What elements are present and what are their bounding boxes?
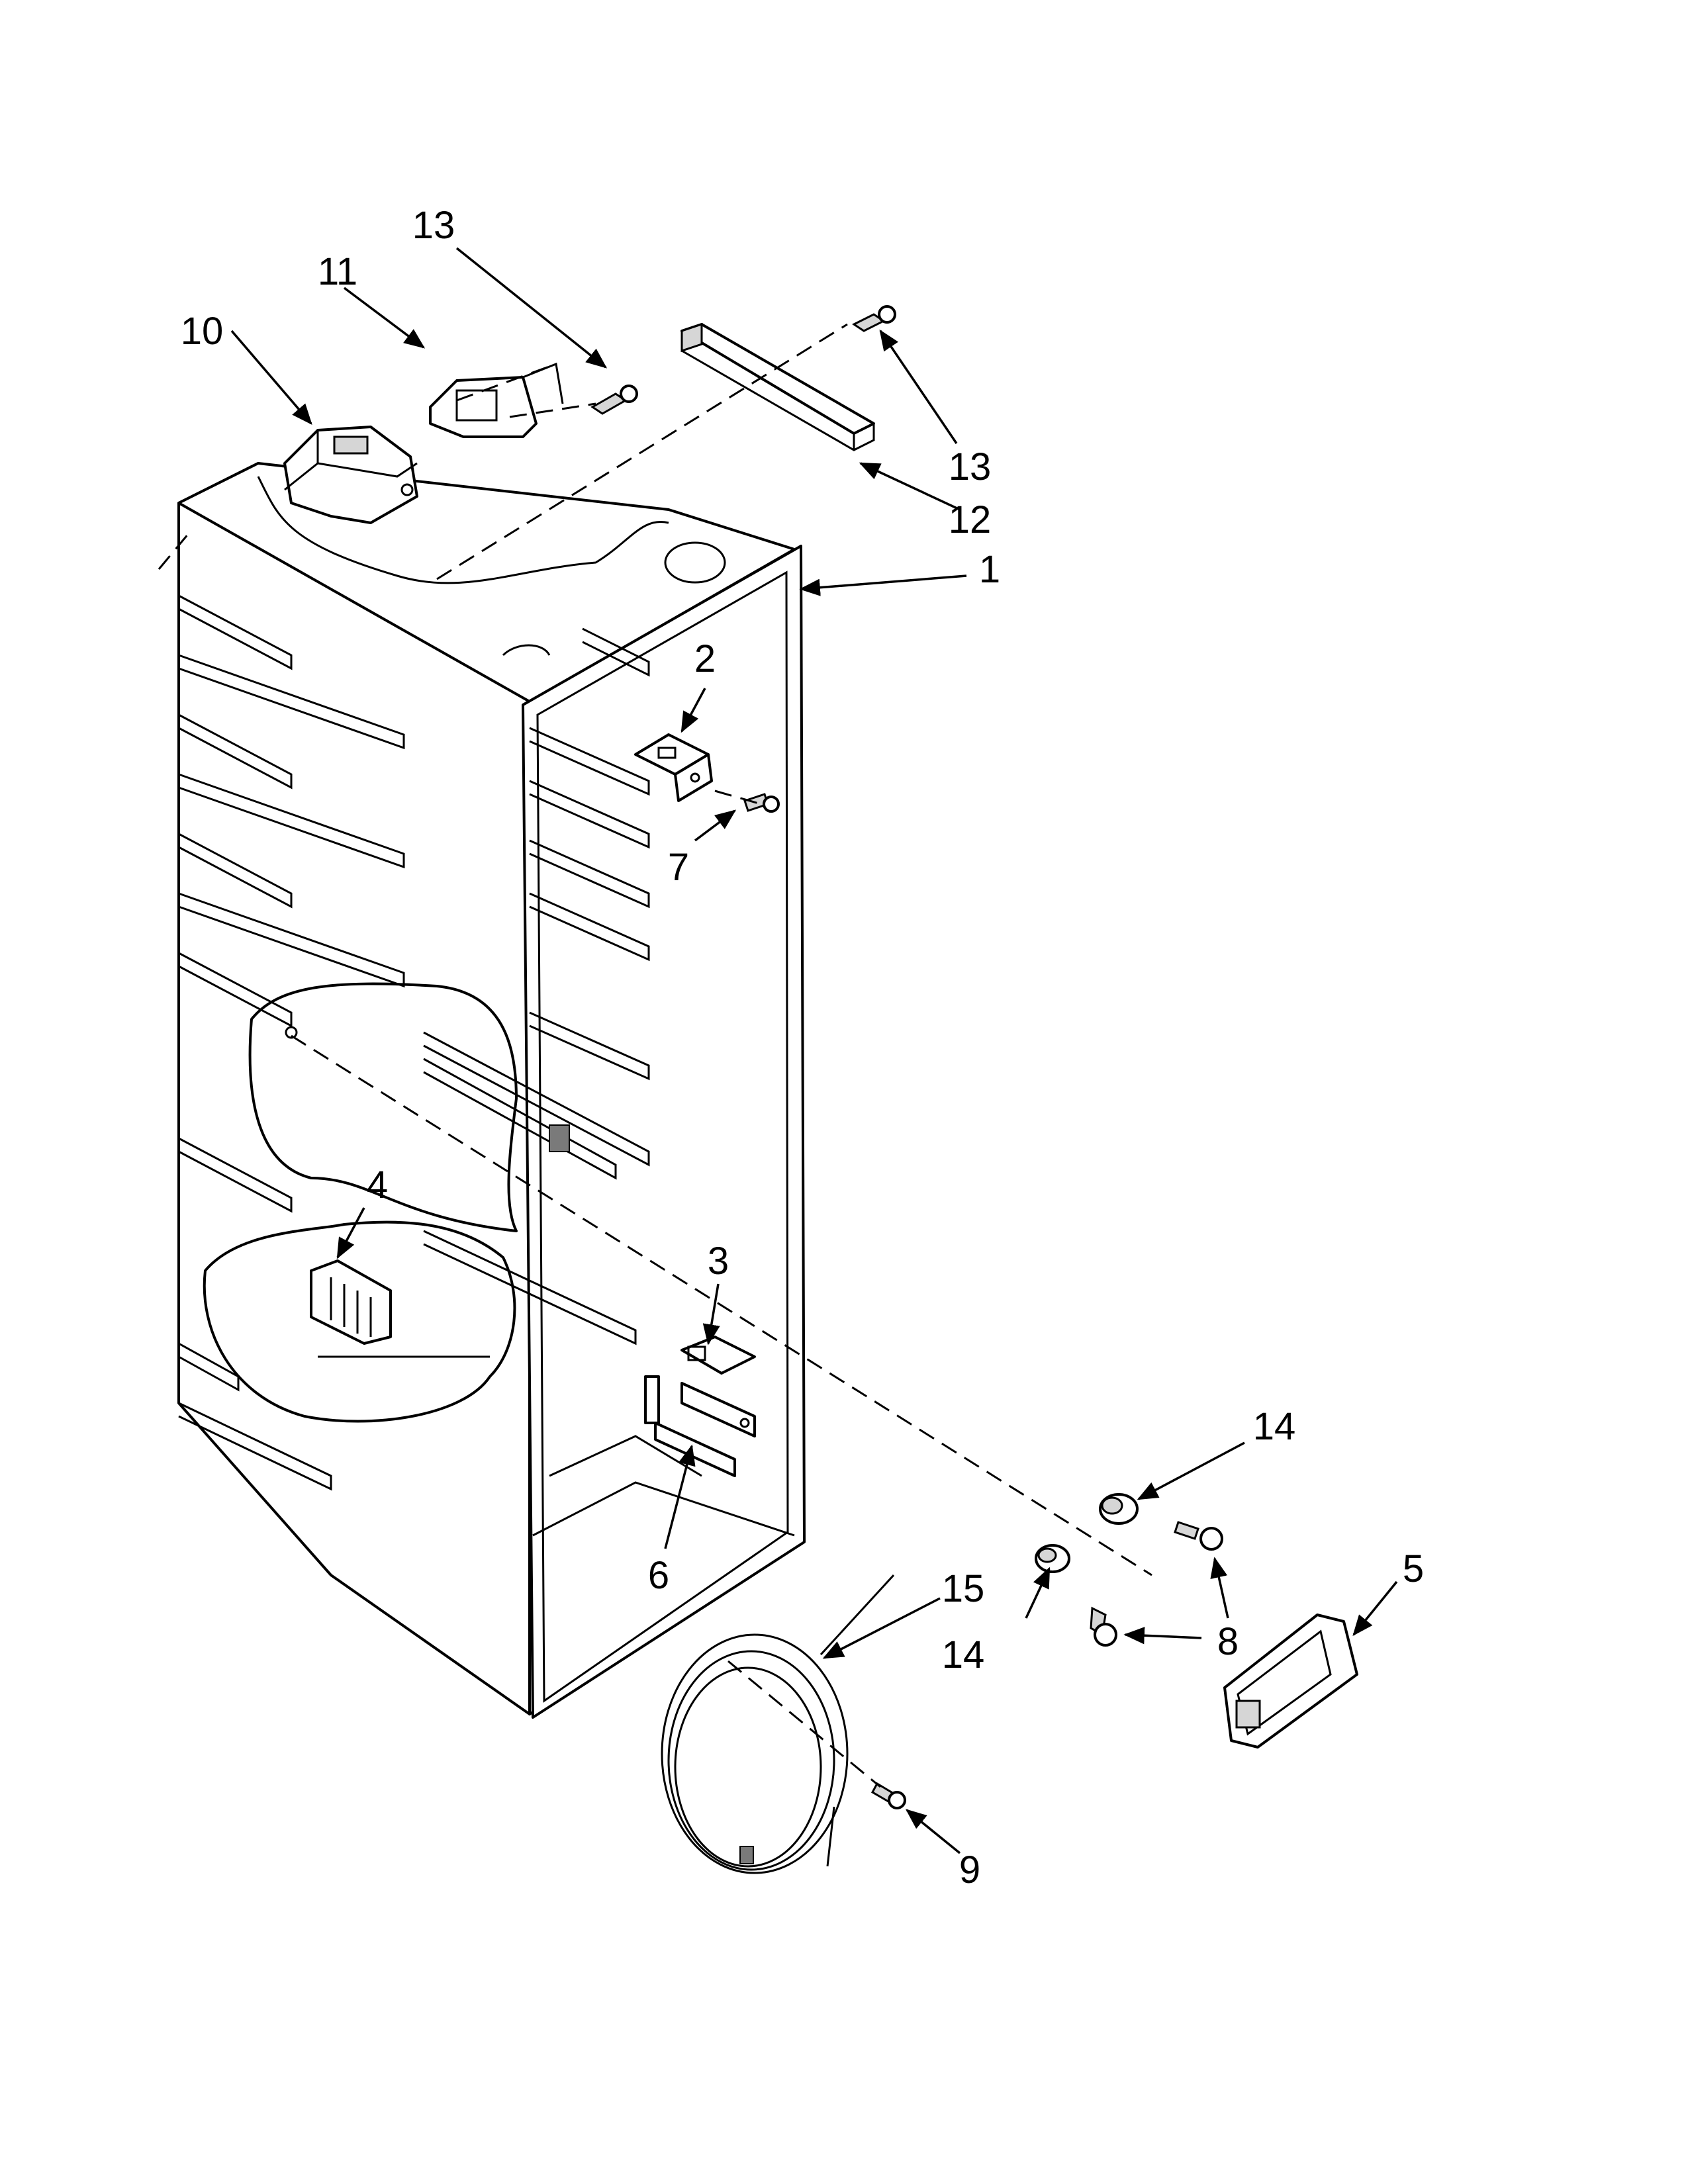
cabinet-liner <box>177 462 806 1719</box>
rail <box>680 322 875 451</box>
callout-1: 1 <box>979 548 1000 591</box>
callout-12: 12 <box>949 498 992 541</box>
callout-5: 5 <box>1403 1547 1424 1590</box>
breakaway-view-upper <box>248 982 650 1232</box>
callout-9: 9 <box>959 1848 980 1891</box>
callout-14-lower: 14 <box>942 1633 985 1676</box>
callout-11: 11 <box>318 250 357 293</box>
bracket-2 <box>634 733 713 802</box>
assembly-lines <box>158 323 1152 1788</box>
callout-14-upper: 14 <box>1253 1405 1296 1448</box>
control-housing <box>283 426 418 524</box>
grommet-14-upper <box>1099 1493 1139 1525</box>
callout-7: 7 <box>668 846 689 889</box>
back-wall-shelf-ribs <box>529 627 650 1081</box>
screw-13-left <box>590 385 638 415</box>
callout-4: 4 <box>367 1163 388 1206</box>
screw-13-right <box>852 305 896 332</box>
screw-8-lower <box>1090 1606 1117 1647</box>
grommet-14-lower <box>1035 1544 1070 1573</box>
left-wall-shelf-ribs <box>178 594 405 1491</box>
vent-grille <box>310 1259 392 1345</box>
callout-13-right: 13 <box>949 445 992 488</box>
callout-labels: 10 11 13 13 12 1 2 7 4 3 6 14 15 14 8 5 … <box>181 204 1424 1891</box>
screw-9 <box>870 1782 906 1809</box>
callout-2: 2 <box>694 637 716 680</box>
callout-3: 3 <box>708 1240 729 1283</box>
bracket-11 <box>429 362 564 438</box>
light-housing <box>1223 1614 1358 1749</box>
tube-coil <box>661 1574 895 1874</box>
screw-8-upper <box>1174 1521 1223 1551</box>
callout-8: 8 <box>1217 1620 1239 1663</box>
breakaway-view-lower <box>203 1220 637 1423</box>
callout-15: 15 <box>942 1567 985 1610</box>
leader-lines <box>230 247 1398 1854</box>
callout-13-top: 13 <box>412 204 455 247</box>
callout-6: 6 <box>648 1554 669 1597</box>
callout-10: 10 <box>181 310 224 353</box>
